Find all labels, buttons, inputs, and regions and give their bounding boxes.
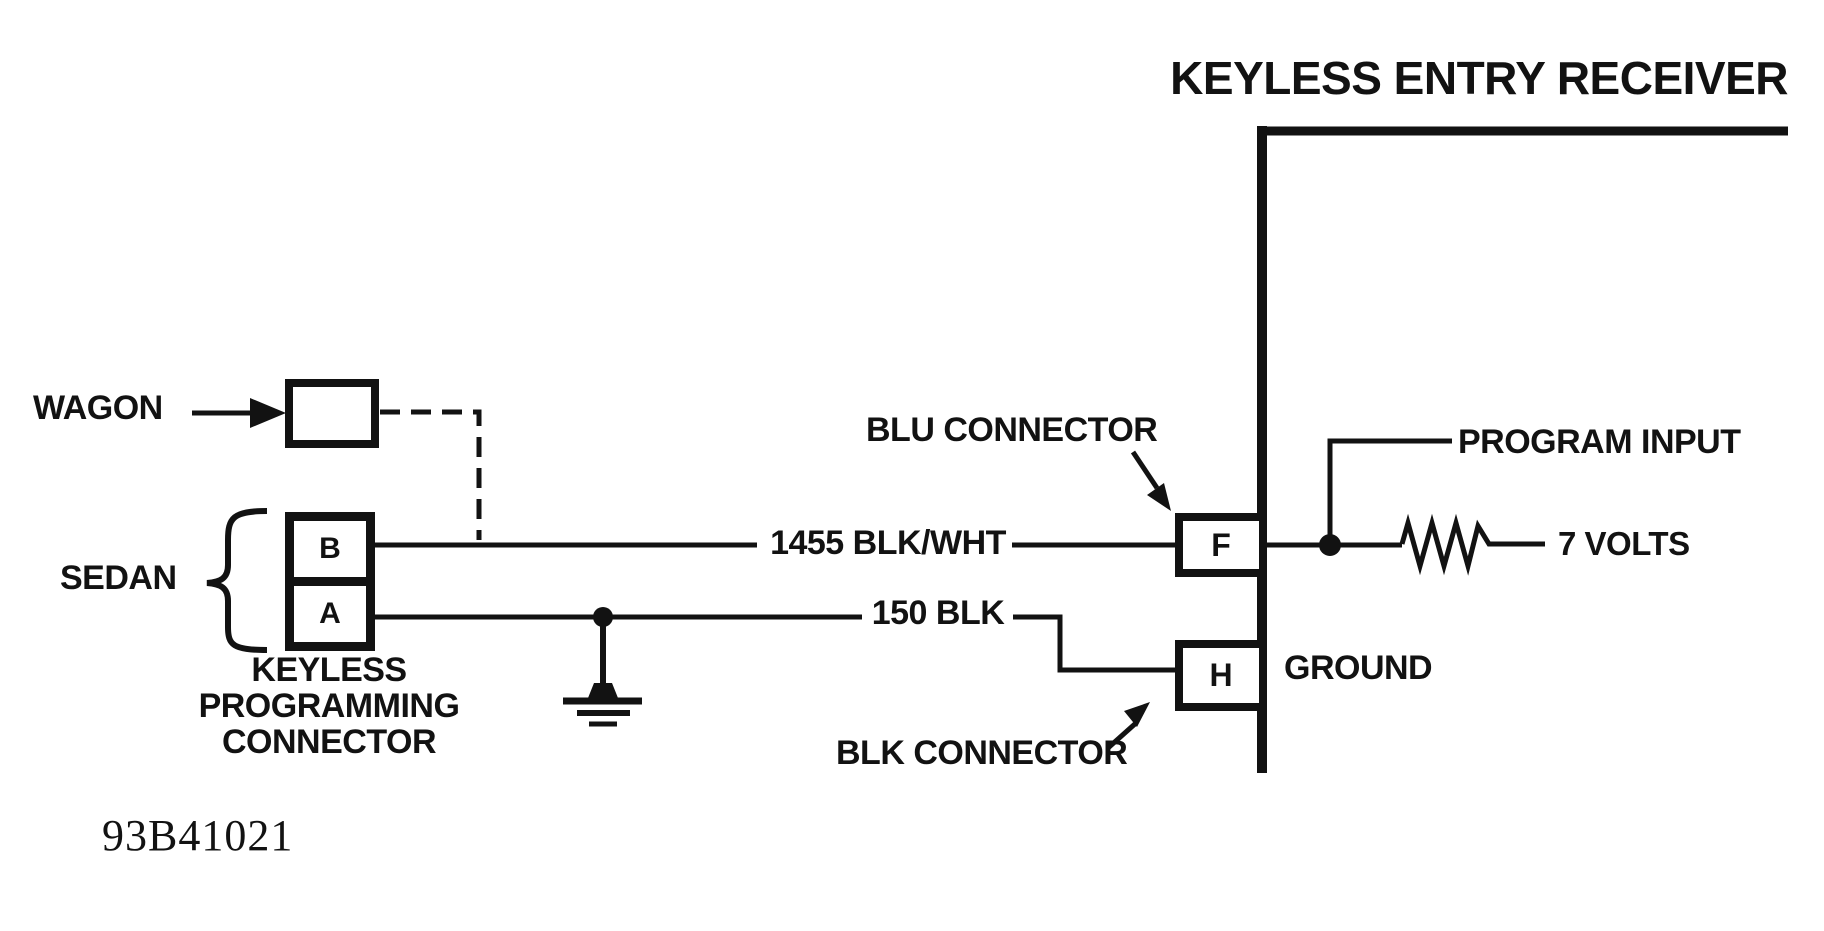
wagon-connector-box (285, 379, 379, 448)
pin-f-box: F (1175, 513, 1267, 577)
blk-connector-label: BLK CONNECTOR (836, 734, 1128, 772)
programming-connector-label: KEYLESS PROGRAMMING CONNECTOR (198, 651, 460, 761)
figure-number: 93B41021 (102, 811, 294, 860)
programming-connector-box: B A (285, 512, 375, 651)
pin-h: H (1209, 657, 1233, 693)
wire-label-1455-blk-wht: 1455 BLK/WHT (770, 524, 1006, 562)
wire-label-150-blk: 150 BLK (871, 594, 1005, 632)
blk-connector-arrow-head-icon (1124, 702, 1150, 727)
program-input-label: PROGRAM INPUT (1458, 423, 1741, 461)
resistor-icon (1399, 513, 1545, 576)
diagram-title: KEYLESS ENTRY RECEIVER (1170, 52, 1788, 104)
pin-f: F (1211, 526, 1231, 563)
program-input-wire (1327, 438, 1452, 545)
pin-a: A (319, 597, 341, 630)
wagon-label: WAGON (33, 389, 163, 427)
sedan-label: SEDAN (60, 559, 177, 597)
blu-connector-label: BLU CONNECTOR (866, 411, 1158, 449)
wagon-arrow-head-icon (250, 398, 286, 428)
blu-connector-arrow-line (1130, 450, 1160, 490)
blk-connector-arrow-line (1106, 721, 1138, 750)
volts-label: 7 VOLTS (1558, 525, 1690, 562)
ground-label: GROUND (1284, 649, 1433, 687)
wagon-dashed-link (380, 409, 482, 540)
pin-b: B (294, 521, 366, 586)
sedan-brace (206, 508, 268, 653)
wire-150-right-segment (1013, 614, 1179, 673)
blu-connector-arrow-head-icon (1147, 483, 1171, 511)
pin-h-box: H (1175, 640, 1267, 711)
ground-symbol-base (588, 683, 618, 698)
